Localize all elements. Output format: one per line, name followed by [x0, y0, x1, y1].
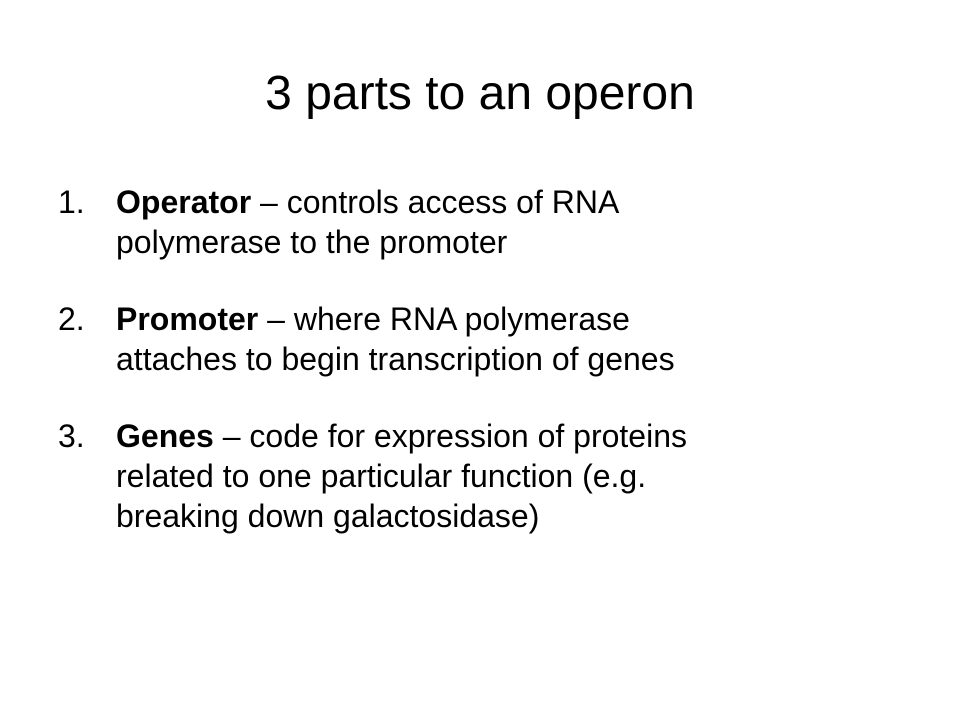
- list-item-line: Promoter – where RNA polymerase: [116, 299, 918, 339]
- list-item-line: attaches to begin transcription of genes: [116, 341, 675, 377]
- list-item-term: Genes: [116, 418, 214, 454]
- slide-title: 3 parts to an operon: [265, 67, 695, 120]
- list-item-text: Genes – code for expression of proteins …: [116, 416, 918, 536]
- list-item-line: polymerase to the promoter: [116, 224, 508, 260]
- list-item-description: – where RNA polymerase: [258, 301, 630, 337]
- list-item-text: Operator – controls access of RNA polyme…: [116, 182, 918, 262]
- list-item-number: 3.: [58, 418, 85, 454]
- list-item-description: – controls access of RNA: [251, 184, 620, 220]
- list-item-line: related to one particular function (e.g.: [116, 458, 647, 494]
- list-item-term: Promoter: [116, 301, 259, 337]
- list-item-text: Promoter – where RNA polymerase attaches…: [116, 299, 918, 379]
- list-item-description: – code for expression of proteins: [213, 418, 687, 454]
- list-item-line: Genes – code for expression of proteins: [116, 416, 918, 456]
- list-item-term: Operator: [116, 184, 252, 220]
- list-item-number: 1.: [58, 184, 85, 220]
- list-item-line: breaking down galactosidase): [116, 498, 540, 534]
- list-item-line: Operator – controls access of RNA: [116, 182, 918, 222]
- list-item-number: 2.: [58, 301, 85, 337]
